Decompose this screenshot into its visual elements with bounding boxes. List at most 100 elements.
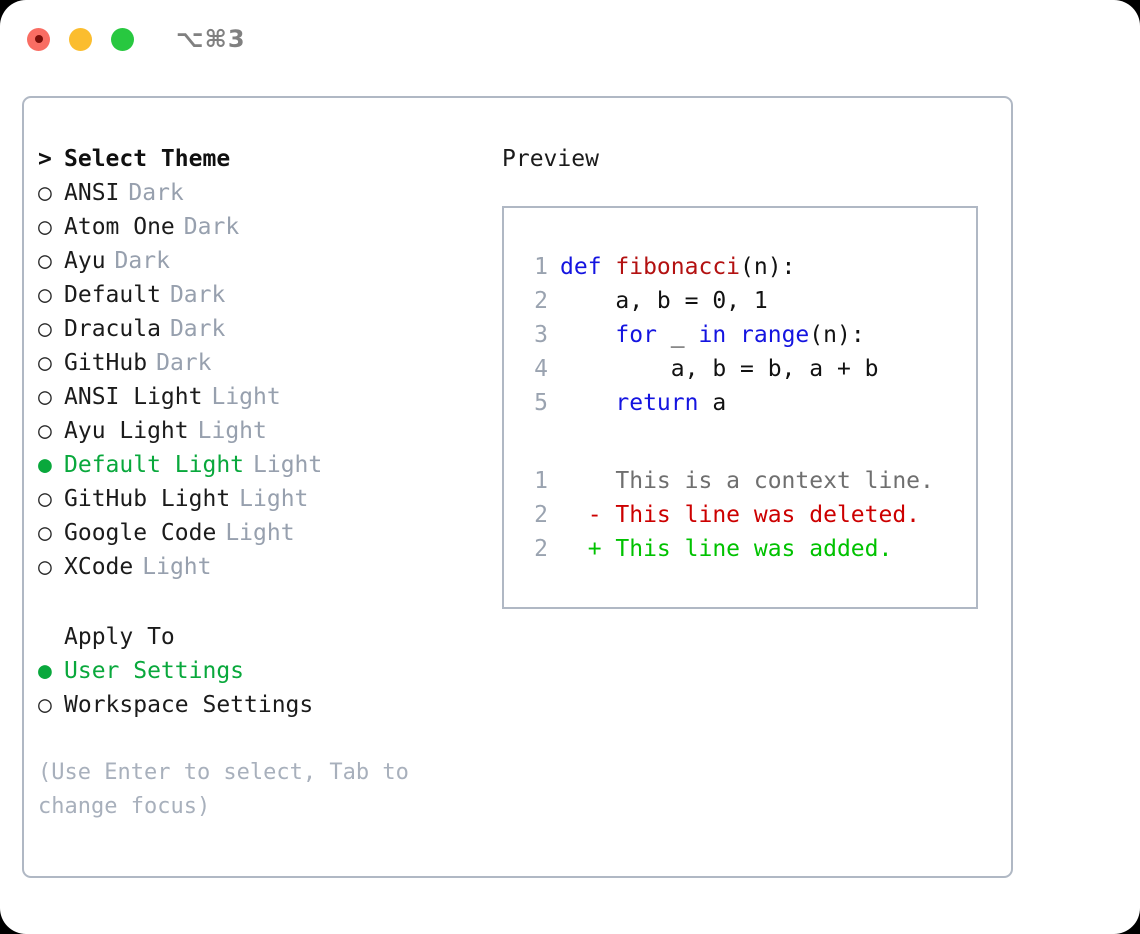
apply-to-option-label: Workspace Settings: [64, 692, 314, 718]
radio-unselected-icon[interactable]: ○: [38, 692, 52, 718]
keyboard-shortcut-label: ⌥⌘3: [176, 25, 246, 53]
theme-option-label: Dracula: [64, 316, 161, 342]
theme-option-ayu-light[interactable]: ○ Ayu Light Light: [38, 418, 488, 452]
diff-line-deleted: 2 - This line was deleted.: [520, 502, 968, 536]
caret-icon: >: [38, 146, 52, 172]
theme-option-dracula[interactable]: ○ Dracula Dark: [38, 316, 488, 350]
code-line: 1 def fibonacci(n):: [520, 254, 968, 288]
theme-option-github[interactable]: ○ GitHub Dark: [38, 350, 488, 384]
theme-option-label: Ayu Light: [64, 418, 189, 444]
spacer-icon: ○: [38, 626, 64, 649]
radio-unselected-icon[interactable]: ○: [38, 316, 52, 342]
code-token-plain: a: [698, 390, 727, 416]
radio-unselected-icon[interactable]: ○: [38, 384, 52, 410]
code-line: 3 for _ in range(n):: [520, 322, 968, 356]
radio-unselected-icon[interactable]: ○: [38, 520, 52, 546]
radio-unselected-icon[interactable]: ○: [38, 350, 52, 376]
line-number: 2: [534, 536, 548, 562]
code-line-text: a, b = b, a + b: [560, 356, 879, 382]
theme-option-label: ANSI: [64, 180, 120, 206]
theme-option-label: Ayu: [64, 248, 106, 274]
theme-option-label: Default Light: [64, 452, 245, 478]
radio-unselected-icon[interactable]: ○: [38, 180, 52, 206]
diff-sample: 1 This is a context line.2 - This line w…: [520, 468, 968, 570]
radio-selected-icon[interactable]: ●: [38, 452, 52, 478]
line-number: 1: [534, 468, 548, 494]
theme-option-variant: Light: [253, 452, 323, 478]
theme-option-variant: Dark: [114, 248, 170, 274]
theme-option-label: GitHub: [64, 350, 148, 376]
recording-indicator-icon: [34, 35, 43, 43]
theme-option-variant: Light: [211, 384, 281, 410]
maximize-button-icon[interactable]: [111, 27, 134, 51]
select-theme-header: > Select Theme: [38, 146, 488, 180]
select-theme-title: Select Theme: [64, 146, 231, 172]
theme-option-variant: Light: [197, 418, 267, 444]
radio-unselected-icon[interactable]: ○: [38, 214, 52, 240]
theme-option-github-light[interactable]: ○ GitHub Light Light: [38, 486, 488, 520]
radio-unselected-icon[interactable]: ○: [38, 418, 52, 444]
preview-title: Preview: [502, 146, 599, 172]
code-token-kw: for: [615, 322, 657, 348]
code-line: 5 return a: [520, 390, 968, 424]
keyboard-hint-text: (Use Enter to select, Tab to change focu…: [38, 760, 423, 819]
apply-to-option-workspace-settings[interactable]: ○ Workspace Settings: [38, 692, 488, 726]
radio-unselected-icon[interactable]: ○: [38, 486, 52, 512]
code-line-text: for _ in range(n):: [560, 322, 865, 348]
theme-option-variant: Dark: [169, 282, 226, 308]
theme-option-ayu[interactable]: ○ Ayu Dark: [38, 248, 488, 282]
diff-line-text: This is a context line.: [560, 468, 934, 494]
code-token-plain: [726, 322, 740, 348]
theme-option-variant: Dark: [128, 180, 184, 206]
theme-option-xcode[interactable]: ○ XCode Light: [38, 554, 488, 588]
code-line-text: def fibonacci(n):: [560, 254, 795, 280]
code-line-text: a, b = 0, 1: [560, 288, 768, 314]
code-token-plain: (n):: [809, 322, 865, 348]
theme-option-ansi-light[interactable]: ○ ANSI Light Light: [38, 384, 488, 418]
code-token-kw: return: [615, 390, 699, 416]
theme-option-label: ANSI Light: [64, 384, 203, 410]
code-token-plain: [560, 322, 615, 348]
line-number: 1: [534, 254, 548, 280]
radio-unselected-icon[interactable]: ○: [38, 248, 52, 274]
theme-option-label: XCode: [64, 554, 134, 580]
theme-option-default[interactable]: ○ Default Dark: [38, 282, 488, 316]
close-button-icon[interactable]: [27, 27, 50, 51]
diff-line-text: - This line was deleted.: [560, 502, 921, 528]
code-line-text: return a: [560, 390, 726, 416]
theme-option-variant: Light: [142, 554, 212, 580]
minimize-button-icon[interactable]: [69, 27, 92, 51]
theme-option-variant: Dark: [183, 214, 240, 240]
theme-option-google-code[interactable]: ○ Google Code Light: [38, 520, 488, 554]
theme-option-ansi[interactable]: ○ ANSI Dark: [38, 180, 488, 214]
theme-option-label: GitHub Light: [64, 486, 231, 512]
theme-option-variant: Dark: [156, 350, 212, 376]
radio-unselected-icon[interactable]: ○: [38, 282, 52, 308]
line-number: 5: [534, 390, 548, 416]
line-number: 2: [534, 502, 548, 528]
code-line: 4 a, b = b, a + b: [520, 356, 968, 390]
title-bar: ⌥⌘3: [0, 0, 1140, 78]
theme-option-variant: Dark: [169, 316, 226, 342]
code-line: 2 a, b = 0, 1: [520, 288, 968, 322]
code-token-kw: in: [698, 322, 727, 348]
radio-unselected-icon[interactable]: ○: [38, 554, 52, 580]
diff-line-context: 1 This is a context line.: [520, 468, 968, 502]
theme-option-variant: Light: [239, 486, 309, 512]
code-token-kw: range: [740, 322, 810, 348]
theme-option-label: Default: [64, 282, 161, 308]
theme-option-label: Google Code: [64, 520, 217, 546]
theme-option-default-light[interactable]: ● Default Light Light: [38, 452, 488, 486]
code-token-plain: a, b = 0, 1: [560, 288, 768, 314]
line-number: 4: [534, 356, 548, 382]
radio-selected-icon[interactable]: ●: [38, 658, 52, 684]
diff-line-added: 2 + This line was added.: [520, 536, 968, 570]
code-token-kw: def: [560, 254, 616, 280]
diff-line-text: + This line was added.: [560, 536, 893, 562]
theme-option-variant: Light: [225, 520, 295, 546]
apply-to-option-user-settings[interactable]: ●User Settings: [38, 658, 488, 692]
